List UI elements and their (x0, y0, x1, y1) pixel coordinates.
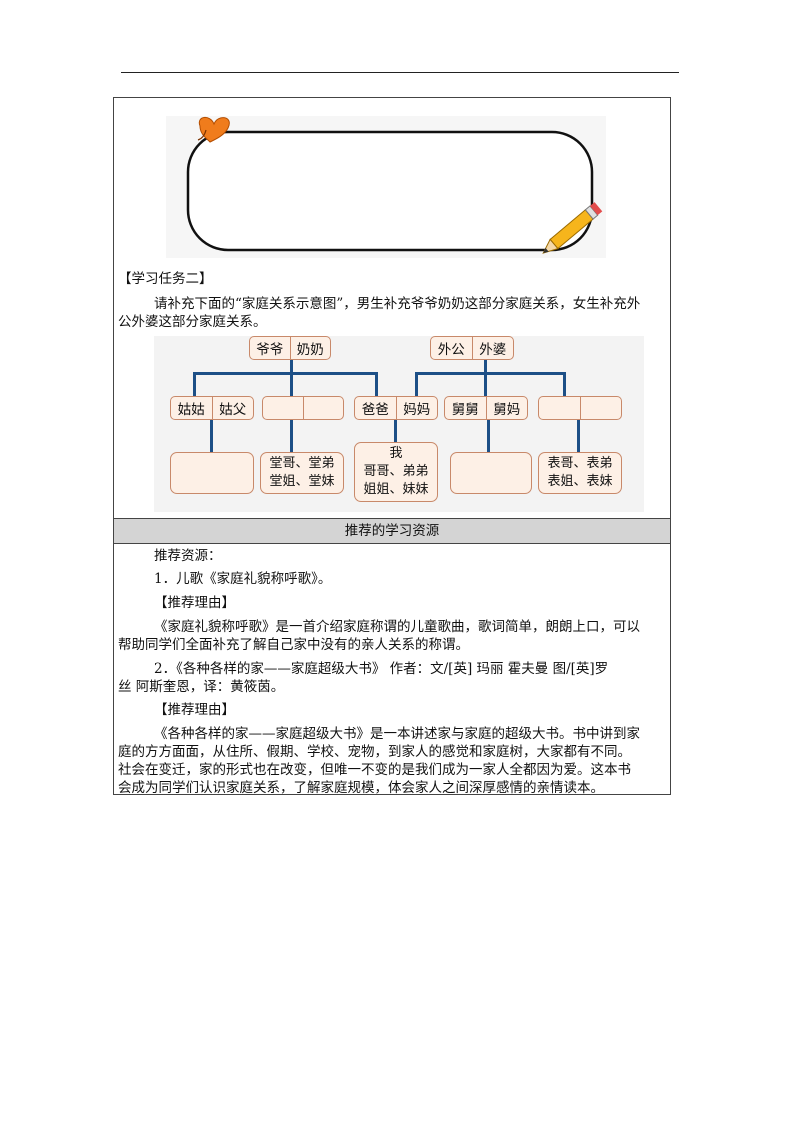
frame-drawing (186, 117, 603, 254)
leaf-cousins-paternal: 堂哥、堂弟堂姐、堂妹 (260, 452, 344, 494)
connector (193, 372, 377, 375)
section-header-resources: 推荐的学习资源 (114, 518, 670, 544)
connector (290, 358, 293, 372)
leaf-cousins-maternal: 表哥、表弟表姐、表妹 (538, 452, 622, 494)
connector (484, 372, 487, 398)
leaf-me-siblings: 我哥哥、弟弟姐姐、妹妹 (354, 442, 438, 502)
instruction-line-1: 请补充下面的“家庭关系示意图”，男生补充爷爷奶奶这部分家庭关系，女生补充外 (154, 296, 641, 312)
pencil-icon (542, 202, 603, 254)
resource-item-2-line-2: 丝 阿斯奎恩，译：黄筱茵。 (118, 679, 285, 695)
reason-1-line-1: 《家庭礼貌称呼歌》是一首介绍家庭称谓的儿童歌曲，歌词简单，朗朗上口，可以 (154, 619, 640, 635)
page-top-rule (121, 72, 679, 73)
connector (484, 358, 487, 372)
drawing-frame (166, 116, 606, 258)
connector (394, 420, 397, 442)
leaf-blank-paternal[interactable] (170, 452, 254, 494)
node-paternal-grandparents: 爷爷奶奶 (249, 336, 331, 360)
reason-label-2: 【推荐理由】 (154, 702, 235, 718)
heart-icon (197, 117, 230, 143)
node-aunt-uncle-paternal: 姑姑姑父 (170, 396, 254, 420)
reason-2-line-1: 《各种各样的家——家庭超级大书》是一本讲述家与家庭的超级大书。书中讲到家 (154, 726, 640, 742)
connector (487, 420, 490, 452)
family-tree: 爷爷奶奶 外公外婆 姑姑姑父 爸爸妈妈 舅舅舅妈 堂哥、堂弟堂姐、堂妹 我哥哥、… (154, 336, 644, 512)
node-blank-paternal[interactable] (262, 396, 344, 420)
node-aunt-uncle-maternal: 舅舅舅妈 (444, 396, 528, 420)
leaf-blank-maternal[interactable] (450, 452, 532, 494)
resources-intro: 推荐资源： (154, 548, 222, 564)
resource-item-2-line-1: 2．《各种各样的家——家庭超级大书》 作者：文/[英] 玛丽 霍夫曼 图/[英]… (154, 661, 609, 677)
task-two-heading: 【学习任务二】 (118, 271, 213, 287)
reason-2-line-2: 庭的方方面面，从住所、假期、学校、宠物，到家人的感觉和家庭树，大家都有不同。 (118, 744, 631, 760)
connector (290, 420, 293, 452)
reason-label-1: 【推荐理由】 (154, 595, 235, 611)
node-parents: 爸爸妈妈 (354, 396, 438, 420)
connector (375, 372, 378, 398)
connector (415, 372, 418, 398)
reason-1-line-2: 帮助同学们全面补充了解自己家中没有的亲人关系的称谓。 (118, 637, 469, 653)
connector (210, 420, 213, 452)
content-table: 【学习任务二】 请补充下面的“家庭关系示意图”，男生补充爷爷奶奶这部分家庭关系，… (113, 97, 671, 796)
node-blank-maternal[interactable] (538, 396, 622, 420)
connector (577, 420, 580, 452)
instruction-line-2: 公外婆这部分家庭关系。 (118, 314, 267, 330)
connector (193, 372, 196, 398)
node-maternal-grandparents: 外公外婆 (430, 336, 514, 360)
reason-2-line-4: 会成为同学们认识家庭关系，了解家庭规模，体会家人之间深厚感情的亲情读本。 (118, 780, 604, 796)
resource-item-1: 1．儿歌《家庭礼貌称呼歌》。 (154, 571, 332, 587)
connector (563, 372, 566, 398)
reason-2-line-3: 社会在变迁，家的形式也在改变，但唯一不变的是我们成为一家人全都因为爱。这本书 (118, 762, 631, 778)
connector (415, 372, 566, 375)
connector (290, 372, 293, 398)
